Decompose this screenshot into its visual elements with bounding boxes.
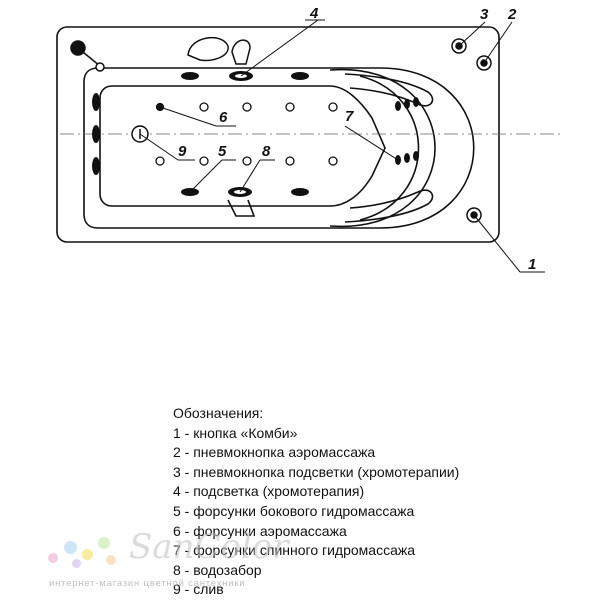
callout-5: 5 [218, 143, 227, 160]
air-jet [155, 156, 165, 166]
legend: Обозначения: 1 - кнопка «Комби» 2 - пнев… [173, 404, 593, 600]
watermark-dot [106, 555, 116, 565]
legend-item-9: 9 - слив [173, 581, 224, 598]
watermark-dot [98, 537, 110, 549]
legend-item-1: 1 - кнопка «Комби» [173, 424, 298, 441]
leader-line-8 [239, 159, 261, 193]
bathtub-inner-basin [83, 67, 475, 229]
callout-6: 6 [219, 109, 228, 126]
air-jet [285, 156, 295, 166]
air-jet [328, 102, 338, 112]
callout-2: 2 [507, 6, 517, 23]
leader-line-4 [240, 19, 319, 77]
watermark: SanColor интернет-магазин цветной сантех… [44, 527, 304, 597]
watermark-dot [82, 549, 93, 560]
leader-line-7 [344, 125, 399, 161]
side-jet [181, 72, 199, 80]
back-jets [395, 97, 419, 165]
callout-4: 4 [309, 5, 319, 22]
leader-line-2 [483, 21, 513, 64]
side-jets [92, 72, 309, 196]
air-jets [155, 102, 338, 166]
backrest-top [344, 73, 434, 107]
legend-item-4: 4 - подсветка (хромотерапия) [173, 483, 365, 500]
callout-3: 3 [480, 6, 489, 23]
bathtub-outer-rim [56, 26, 500, 243]
side-jet [92, 125, 100, 143]
leader-line-5 [189, 159, 223, 193]
callout-1: 1 [528, 256, 536, 273]
bathtub-floor [99, 85, 386, 207]
side-jet [291, 72, 309, 80]
back-jet [413, 97, 419, 107]
watermark-logo: SanColor [129, 527, 289, 567]
bathtub-diagram: 1 2 3 4 5 6 7 8 9 [56, 5, 560, 273]
side-jet [92, 157, 100, 175]
air-jet [199, 156, 209, 166]
faucet-icon [70, 40, 105, 72]
air-jet [242, 102, 252, 112]
leader-line-6 [159, 106, 217, 127]
callout-9: 9 [178, 143, 187, 160]
legend-item-2: 2 - пневмокнопка аэромассажа [173, 444, 376, 461]
air-jet [199, 102, 209, 112]
air-jet [328, 156, 338, 166]
back-jet [413, 151, 419, 161]
air-jet [242, 156, 252, 166]
back-jet [404, 153, 410, 163]
legend-item-6: 6 - форсунки аэромассажа [173, 522, 347, 539]
overflow-lip [227, 199, 256, 217]
headrest-contour [329, 68, 436, 228]
headrest-inner-contour [359, 75, 420, 221]
callout-7: 7 [345, 108, 354, 125]
legend-item-8: 8 - водозабор [173, 561, 262, 578]
leader-line-3 [458, 21, 486, 47]
legend-item-7: 7 - форсунки спинного гидромассажа [173, 542, 416, 559]
watermark-dot [48, 553, 58, 563]
legend-title: Обозначения: [173, 405, 264, 421]
back-jet [395, 101, 401, 111]
back-jet [404, 99, 410, 109]
leader-line-1 [473, 214, 521, 273]
leader-line-9 [139, 133, 179, 161]
callout-8: 8 [262, 143, 271, 160]
backrest-bottom [344, 189, 434, 223]
legend-item-3: 3 - пневмокнопка подсветки (хромотерапии… [173, 463, 460, 480]
legend-item-5: 5 - форсунки бокового гидромассажа [173, 502, 415, 519]
watermark-tagline: интернет-магазин цветной сантехники [49, 578, 246, 589]
mixer-icon [187, 36, 251, 65]
watermark-dot [72, 559, 81, 568]
watermark-dot [64, 541, 77, 554]
side-jet [291, 188, 309, 196]
air-jet [285, 102, 295, 112]
side-jet [92, 93, 100, 111]
